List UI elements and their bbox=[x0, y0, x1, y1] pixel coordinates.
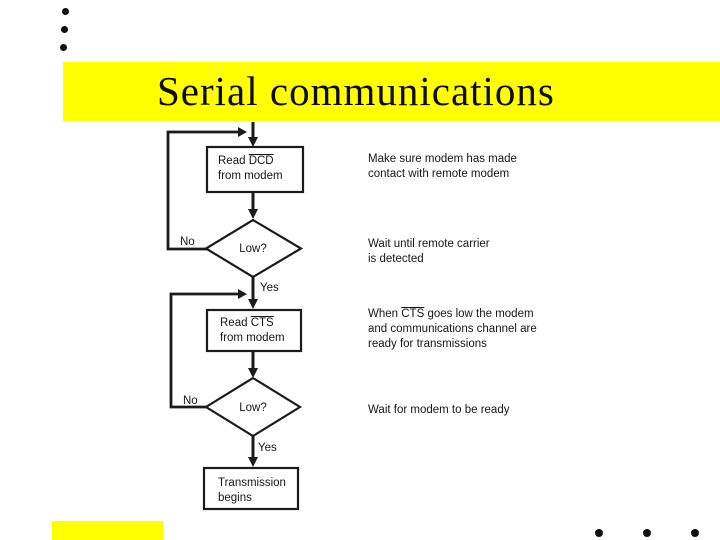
annotation-line: and communications channel are bbox=[368, 323, 537, 335]
box-label-line: from modem bbox=[218, 170, 283, 182]
decision-cts-label: Low? bbox=[239, 402, 267, 414]
decision-diamond-cts bbox=[203, 376, 303, 438]
title-bar: Serial communications bbox=[63, 62, 720, 121]
bullet-dot bbox=[62, 8, 69, 15]
label-text: Read bbox=[218, 155, 249, 167]
overlined-signal-cts: CTS bbox=[250, 317, 274, 329]
bullet-dot bbox=[61, 26, 68, 33]
branch-label-no-dcd: No bbox=[180, 236, 195, 248]
branch-label-no-cts: No bbox=[183, 395, 198, 407]
annotation-line: When CTS goes low the modem bbox=[368, 307, 537, 322]
annotation-text: When bbox=[368, 308, 402, 320]
annotation-line: is detected bbox=[368, 253, 424, 265]
process-box-read-dcd bbox=[205, 145, 305, 194]
annotation-text: goes low the modem bbox=[424, 308, 534, 320]
annotation-line: Wait until remote carrier bbox=[368, 238, 490, 250]
annotation-wait-carrier: Wait until remote carrier is detected bbox=[368, 237, 490, 267]
annotation-make-contact: Make sure modem has made contact with re… bbox=[368, 152, 517, 182]
bottom-left-accent-bar bbox=[52, 521, 163, 540]
process-box-read-cts bbox=[205, 308, 303, 353]
arrowhead-into-dcd-box bbox=[248, 137, 258, 147]
process-box-transmission bbox=[202, 466, 300, 511]
box-label-line: from modem bbox=[220, 332, 285, 344]
box-label-line: begins bbox=[218, 492, 252, 504]
flowchart-shapes bbox=[202, 145, 305, 511]
label-text: Read bbox=[220, 317, 251, 329]
process-box-read-dcd-label: Read DCD from modem bbox=[218, 154, 283, 184]
flowchart-arrowheads bbox=[238, 127, 258, 467]
bullet-dot bbox=[60, 44, 67, 51]
decision-dcd-label: Low? bbox=[239, 243, 267, 255]
no-loop-cts-line bbox=[169, 292, 239, 409]
arrowhead-no-loop-dcd bbox=[238, 127, 247, 137]
flowchart-connectors bbox=[166, 122, 255, 458]
branch-label-yes-dcd: Yes bbox=[260, 282, 279, 294]
annotation-line: Wait for modem to be ready bbox=[368, 404, 510, 416]
bullet-dot bbox=[643, 529, 651, 537]
box-label-line: Transmission bbox=[218, 477, 286, 489]
overlined-signal-dcd: DCD bbox=[248, 155, 274, 167]
arrowhead-into-transmission-box bbox=[248, 457, 258, 467]
overlined-signal-cts: CTS bbox=[401, 308, 425, 320]
no-loop-dcd-line bbox=[166, 130, 239, 251]
annotation-line: ready for transmissions bbox=[368, 338, 487, 350]
process-box-transmission-label: Transmission begins bbox=[218, 476, 286, 506]
bullet-dot bbox=[691, 529, 699, 537]
arrowhead-no-loop-cts bbox=[238, 289, 247, 299]
annotation-line: contact with remote modem bbox=[368, 168, 510, 180]
process-box-read-cts-label: Read CTS from modem bbox=[220, 316, 285, 346]
box-label-line: Read DCD bbox=[218, 154, 283, 169]
bullet-dot bbox=[595, 529, 603, 537]
annotation-cts-goes-low: When CTS goes low the modem and communic… bbox=[368, 307, 537, 352]
slide-title: Serial communications bbox=[157, 68, 555, 114]
branch-label-yes-cts: Yes bbox=[258, 442, 277, 454]
arrowhead-into-cts-box bbox=[248, 299, 258, 309]
box-label-line: Read CTS bbox=[220, 316, 285, 331]
decision-diamond-dcd bbox=[203, 218, 304, 279]
annotation-wait-modem-ready: Wait for modem to be ready bbox=[368, 403, 509, 418]
arrowhead-into-decision-dcd bbox=[248, 209, 258, 219]
arrowhead-into-decision-cts bbox=[248, 368, 258, 378]
annotation-line: Make sure modem has made bbox=[368, 153, 517, 165]
